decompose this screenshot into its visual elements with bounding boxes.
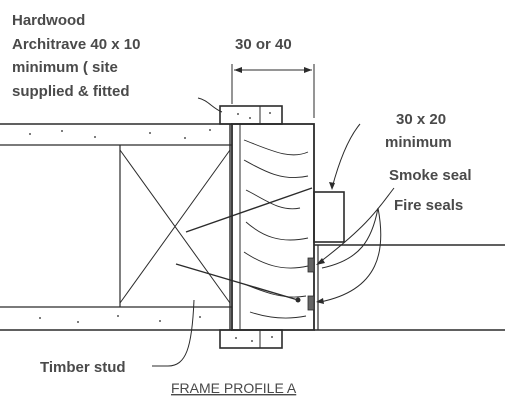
stop-leader: [331, 123, 361, 189]
fire-seals-label: Fire seals: [394, 197, 463, 214]
fire-seal: [307, 295, 315, 311]
stop-size-label: 30 x 20 minimum: [385, 111, 452, 151]
architrave-top: [219, 105, 283, 125]
timber-stud-leader: [152, 299, 195, 367]
door-frame: [175, 123, 315, 331]
dimension-marker: [231, 64, 315, 118]
door-leaf: [314, 244, 505, 331]
figure-caption: FRAME PROFILE A: [171, 380, 297, 396]
smoke-seal-label: Smoke seal: [389, 167, 472, 184]
door-stop: [313, 191, 345, 243]
smoke-seal: [307, 257, 315, 273]
fire-seals-leader-a: [321, 207, 379, 269]
architrave-leader: [197, 97, 223, 113]
architrave-label: Hardwood Architrave 40 x 10 minimum ( si…: [12, 12, 145, 100]
fire-seals-leader-b: [319, 207, 382, 303]
dimension-label: 30 or 40: [235, 36, 292, 53]
timber-stud-section: [0, 123, 232, 331]
timber-stud-label: Timber stud: [40, 359, 126, 376]
architrave-bottom: [219, 329, 283, 349]
smoke-seal-leader: [319, 187, 395, 263]
